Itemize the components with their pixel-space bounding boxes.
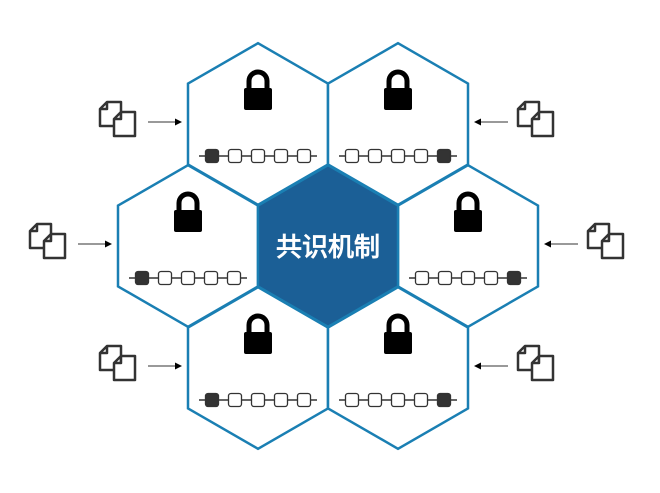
block (390, 148, 406, 164)
block-dark (204, 392, 220, 408)
block (367, 392, 383, 408)
block (273, 148, 289, 164)
arrow-icon (474, 362, 508, 370)
block-dark (506, 270, 522, 286)
node-hexagon-top-left (98, 41, 330, 207)
blockchain (199, 392, 317, 408)
block (226, 270, 242, 286)
center-label: 共识机制 (276, 233, 380, 263)
block (157, 270, 173, 286)
block (437, 270, 453, 286)
block (180, 270, 196, 286)
documents-icon (516, 344, 555, 382)
block (414, 270, 430, 286)
lock-icon (384, 313, 412, 354)
node-hexagon-bottom-right (326, 285, 555, 451)
documents-icon (516, 100, 555, 138)
block (413, 148, 429, 164)
blockchain (199, 148, 317, 164)
lock-icon (244, 313, 272, 354)
arrow-icon (474, 118, 508, 126)
documents-icon (28, 222, 67, 260)
arrow-icon (78, 240, 112, 248)
block (227, 148, 243, 164)
blockchain (409, 270, 527, 286)
block (460, 270, 476, 286)
block (390, 392, 406, 408)
arrow-icon (148, 118, 182, 126)
block (344, 148, 360, 164)
block (273, 392, 289, 408)
documents-icon (98, 100, 137, 138)
lock-icon (244, 69, 272, 110)
block (250, 392, 266, 408)
documents-icon (98, 344, 137, 382)
block (227, 392, 243, 408)
blockchain (339, 392, 457, 408)
blockchain (129, 270, 247, 286)
node-hexagon-mid-right (396, 163, 625, 329)
node-hexagon-bottom-left (98, 285, 330, 451)
block (296, 148, 312, 164)
block (413, 392, 429, 408)
arrow-icon (148, 362, 182, 370)
lock-icon (454, 191, 482, 232)
center-hexagon: 共识机制 (256, 163, 400, 329)
arrow-icon (544, 240, 578, 248)
node-hexagon-mid-left (28, 163, 260, 329)
documents-icon (586, 222, 625, 260)
block-dark (134, 270, 150, 286)
node-hexagon-top-right (326, 41, 555, 207)
block (367, 148, 383, 164)
lock-icon (384, 69, 412, 110)
block-dark (436, 148, 452, 164)
block (483, 270, 499, 286)
block (250, 148, 266, 164)
lock-icon (174, 191, 202, 232)
block (203, 270, 219, 286)
blockchain (339, 148, 457, 164)
block (344, 392, 360, 408)
block-dark (436, 392, 452, 408)
block-dark (204, 148, 220, 164)
block (296, 392, 312, 408)
